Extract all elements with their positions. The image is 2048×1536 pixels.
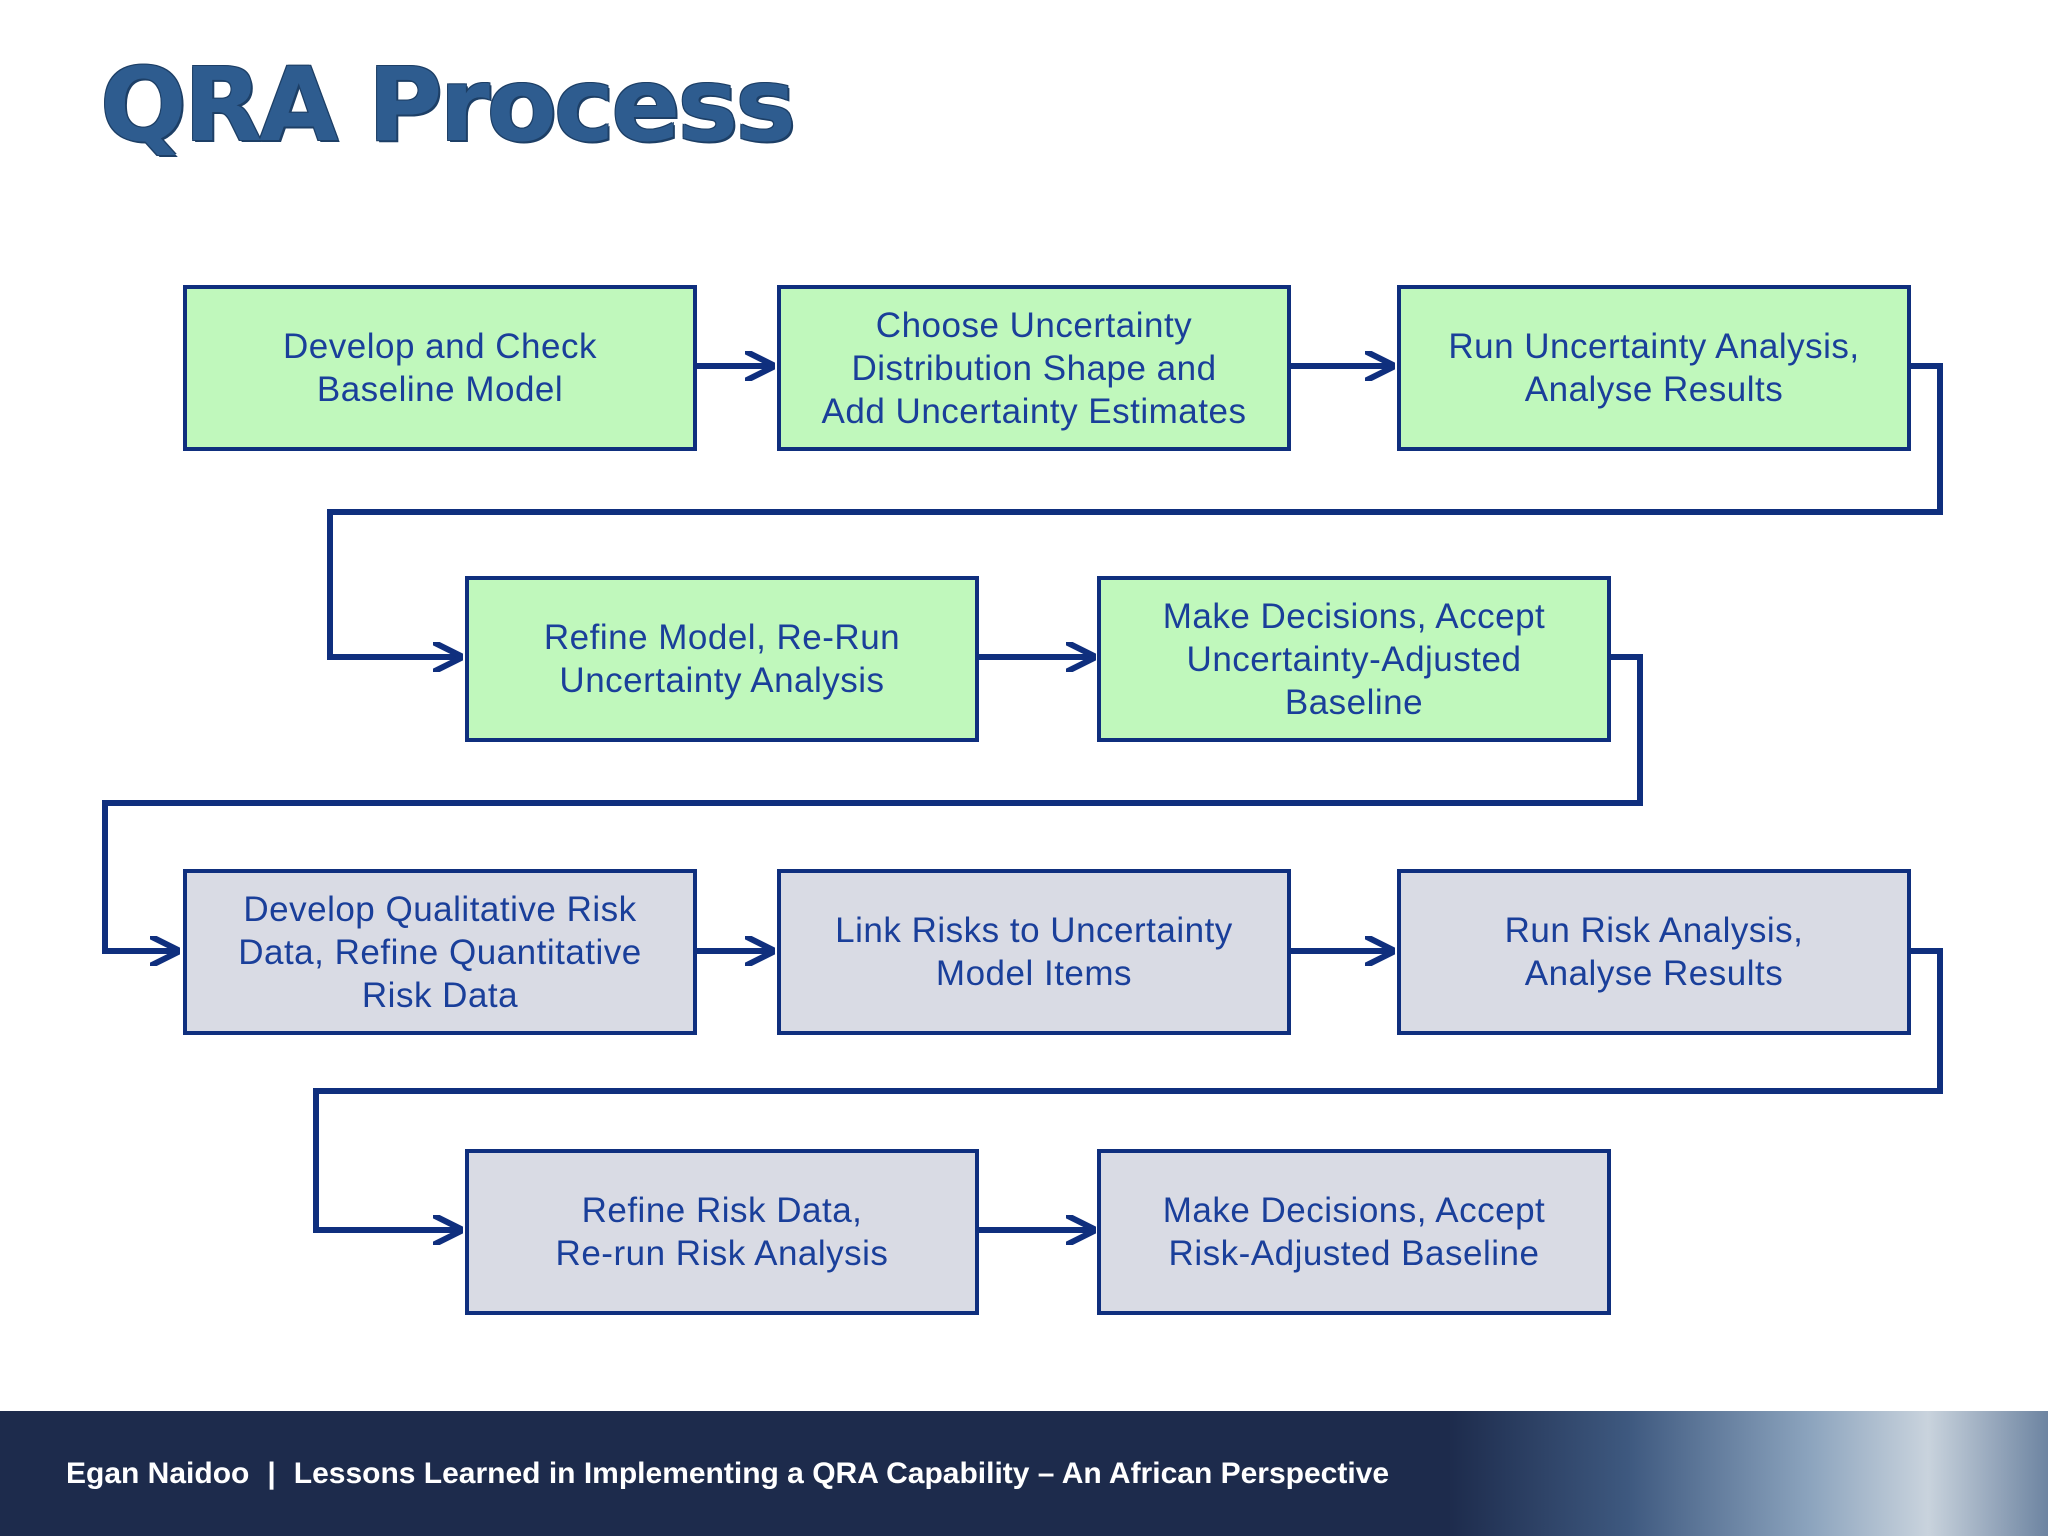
footer-bar: Egan Naidoo | Lessons Learned in Impleme… bbox=[0, 1411, 2048, 1536]
step-accept-uncertainty-baseline: Make Decisions, Accept Uncertainty-Adjus… bbox=[1097, 576, 1611, 742]
step-accept-risk-baseline: Make Decisions, Accept Risk-Adjusted Bas… bbox=[1097, 1149, 1611, 1315]
step-refine-model: Refine Model, Re-Run Uncertainty Analysi… bbox=[465, 576, 979, 742]
step-run-risk-analysis: Run Risk Analysis, Analyse Results bbox=[1397, 869, 1911, 1035]
page-title: QRA Process bbox=[100, 46, 796, 165]
footer-talk-title: Lessons Learned in Implementing a QRA Ca… bbox=[293, 1456, 1390, 1490]
step-develop-risk-data: Develop Qualitative Risk Data, Refine Qu… bbox=[183, 869, 697, 1035]
step-link-risks: Link Risks to Uncertainty Model Items bbox=[777, 869, 1291, 1035]
step-choose-uncertainty: Choose Uncertainty Distribution Shape an… bbox=[777, 285, 1291, 451]
step-run-uncertainty-analysis: Run Uncertainty Analysis, Analyse Result… bbox=[1397, 285, 1911, 451]
footer-photo bbox=[1448, 1411, 2048, 1536]
step-develop-baseline: Develop and Check Baseline Model bbox=[183, 285, 697, 451]
footer-author: Egan Naidoo bbox=[66, 1456, 250, 1490]
step-refine-risk-data: Refine Risk Data, Re-run Risk Analysis bbox=[465, 1149, 979, 1315]
footer-text: Egan Naidoo | Lessons Learned in Impleme… bbox=[66, 1411, 1389, 1536]
footer-separator: | bbox=[267, 1456, 276, 1490]
